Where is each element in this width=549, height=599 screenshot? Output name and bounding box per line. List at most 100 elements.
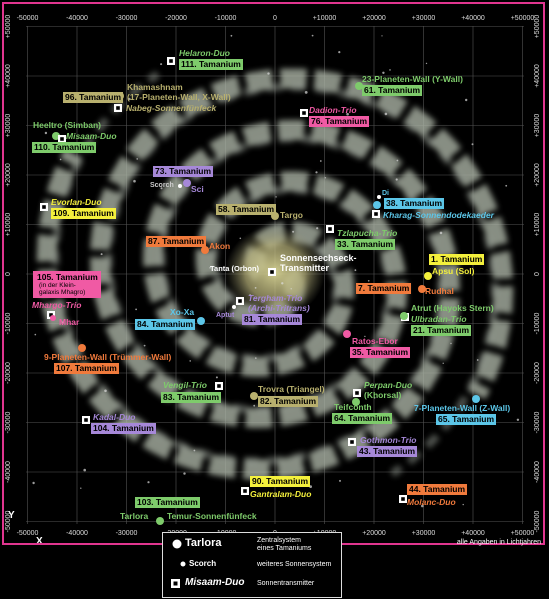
star [505,184,508,187]
legend-row3-desc: Sonnentransmitter [257,580,315,587]
heeltro-name: Heeltro (Simban) [33,120,102,130]
star [516,418,520,421]
atrut-name: Atrut (Hayoks Stern) [411,303,494,313]
star [304,91,308,94]
ulbradan-name: Ulbradan-Trio [411,314,467,324]
tzlapucha-tamanium: 33. Tamanium [335,239,396,250]
star [249,294,251,296]
y-tick-left: -50000 [5,510,12,532]
star [450,342,452,345]
planeten7-dot-icon [472,395,480,403]
targo-name: Targo [280,210,303,220]
map-frame: -50000-50000-40000-40000-30000-30000-200… [2,2,545,545]
rudhal-dot-icon [418,285,426,293]
xoxa-dot-icon [197,317,205,325]
apsu-dot-icon [424,272,432,280]
y-tick-right: +40000 [534,64,541,88]
vengil-name: Vengil-Trio [163,380,207,390]
center-label-2: Transmitter [280,263,330,273]
star [338,51,341,54]
akon-tamanium: 87. Tamanium [146,236,207,247]
tarlora-tamanium: 103. Tamanium [135,497,200,508]
planeten9-name: 9-Planeten-Wall (Trümmer-Wall) [44,352,172,362]
x-tick-top: -40000 [66,15,88,22]
x-tick-top: +40000 [461,15,485,22]
gantralam-name: Gantralam-Duo [250,489,312,499]
star [61,321,64,324]
khamashnam-subname: (17-Planeten-Wall, X-Wall) [127,92,231,102]
kadal-name: Kadal-Duo [93,412,136,422]
star [160,63,163,66]
x-tick-bottom: +20000 [362,530,386,537]
molanc-tamanium: 44. Tamanium [407,484,468,495]
x-tick-top: -10000 [215,15,237,22]
y-tick-right: 0 [534,272,541,276]
star [382,71,385,75]
star [189,360,191,362]
legend-central-dot-icon [172,539,182,549]
legend-row1-desc1: Zentralsystem [257,537,301,544]
y-tick-left: +10000 [5,213,12,237]
scorch-name: Scorch [150,182,174,189]
khamashnam-tamanium: 96. Tamanium [63,92,124,103]
transmitter-icon-core [116,106,120,110]
apsu-tamanium: 1. Tamanium [429,254,485,265]
di-tamanium: 38. Tamanium [384,198,445,209]
map-legend: Tarlora Zentralsystem eines Tamaniums Sc… [162,532,342,598]
transmitter-icon-core [238,299,242,303]
tergham-subname: (Archi-Tritrans) [248,303,310,313]
star [395,178,398,181]
gothmon-name: Gothmon-Trio [360,435,417,445]
molanc-name: Molanc-Duo [407,497,456,507]
x-tick-bottom: -30000 [116,530,138,537]
trovra-name: Trovra (Triangel) [258,384,325,394]
helaron-name: Helaron-Duo [179,48,230,58]
y-tick-left: -10000 [5,312,12,334]
kadal-tamanium: 104. Tamanium [91,423,156,434]
star [316,227,319,230]
kharag-name: Kharag-Sonnendodekaeder [383,210,494,220]
transmitter-icon-core [270,270,274,274]
transmitter-icon-core [49,313,53,317]
scorch-dot-icon [178,184,182,188]
star [476,359,479,361]
trovra-tamanium: 82. Tamanium [258,396,319,407]
aptut-dot-icon [232,305,236,309]
x-tick-top: +10000 [313,15,337,22]
center-label-1: Sonnensechseck- [280,253,357,263]
star [346,112,349,116]
y-tick-right: -20000 [534,362,541,384]
y-axis-label: Y [8,510,15,521]
y-tick-left: +50000 [5,15,12,39]
tzlapucha-name: Tzlapucha-Trio [337,228,398,238]
transmitter-icon-core [42,205,46,209]
planeten7-tamanium: 65. Tamanium [436,414,497,425]
kleingalaxis-tamanium: 105. Tamanium [37,272,98,282]
legend-row2-name: Scorch [189,559,217,568]
khamashnam-name: Khamashnam [127,82,183,92]
star [255,357,257,359]
legend-star-dot-icon [180,561,186,567]
star [311,34,314,37]
temur-name: Temur-Sonnenfünfeck [167,511,257,521]
akon-name: Akon [209,241,231,251]
gantralam-tamanium: 90. Tamanium [250,476,311,487]
x-axis-label: X [36,536,43,545]
star [471,143,474,146]
aptut-tamanium: 81. Tamanium [242,314,303,325]
transmitter-icon-core [84,418,88,422]
star [439,231,443,235]
star [32,481,35,485]
star [367,280,370,282]
x-tick-top: -50000 [17,15,39,22]
star [80,487,82,489]
teifconth-dot-icon [352,398,360,406]
y-tick-right: -10000 [534,312,541,334]
evorlan-name: Evorlan-Duo [51,197,102,207]
rudhal-name: Rudhal [425,286,454,296]
planeten9-tamanium: 107. Tamanium [54,363,119,374]
star [381,35,383,37]
system-markers [40,57,480,525]
dadion-name: Dadion-Trio [309,105,357,115]
nabeg-name: Nabeg-Sonnenfünfeck [126,103,217,113]
